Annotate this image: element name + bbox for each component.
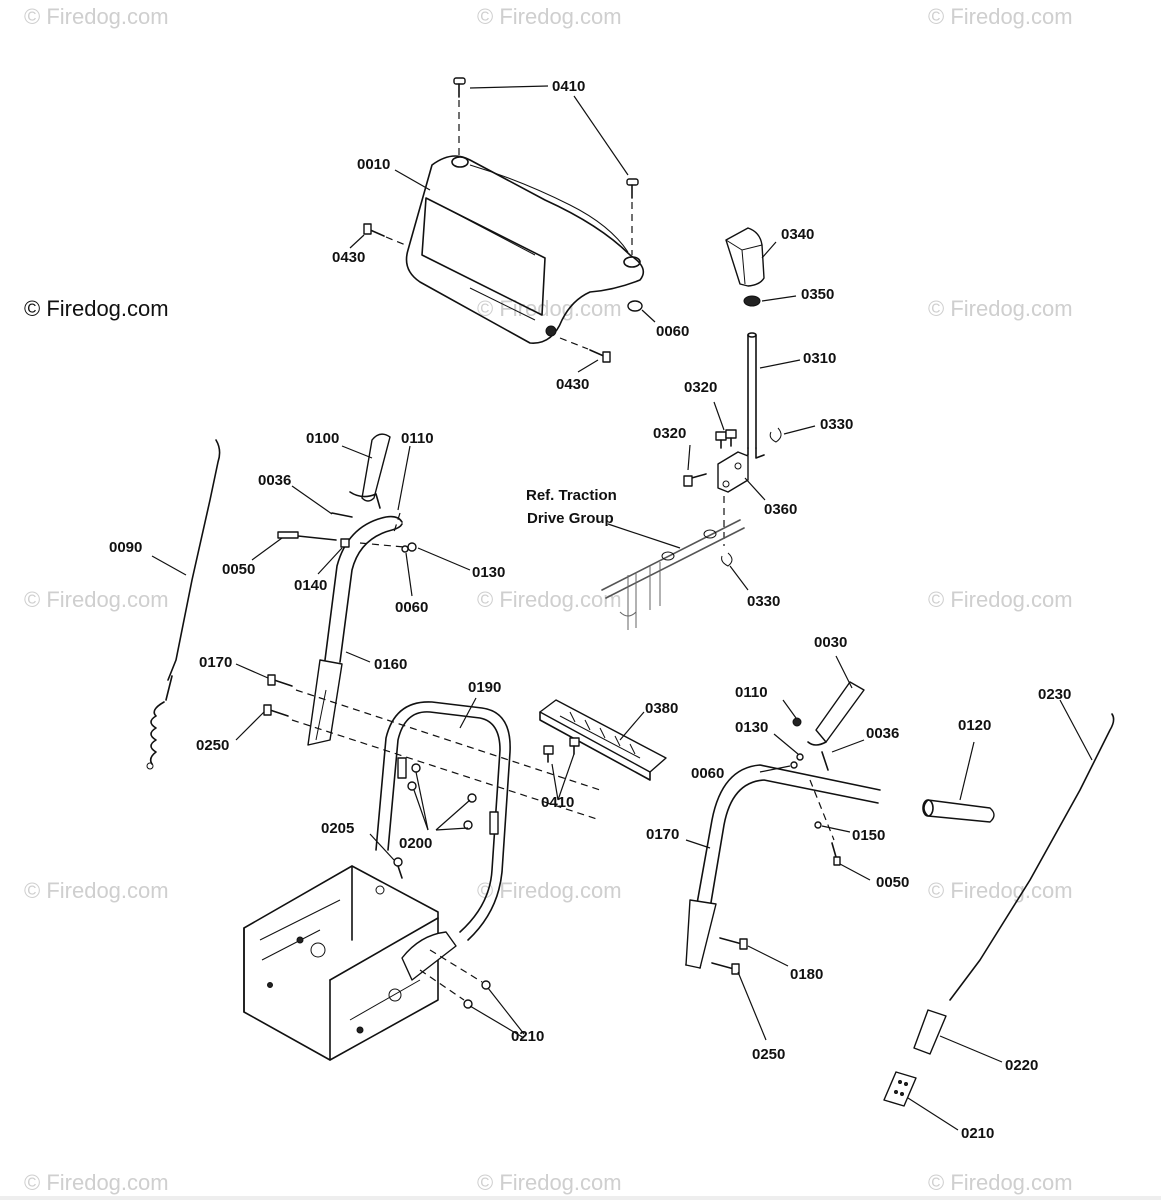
part-label: 0180 <box>790 966 823 983</box>
part-label: 0150 <box>852 827 885 844</box>
bracket-0360-drawing <box>683 427 782 567</box>
part-label: 0060 <box>691 765 724 782</box>
part-labels: 0410 0010 0430 0060 0430 0340 0350 0310 … <box>109 78 1071 1142</box>
watermark: © Firedog.com <box>24 1170 169 1195</box>
watermark: © Firedog.com <box>928 878 1073 903</box>
part-label: 0350 <box>801 286 834 303</box>
part-label: 0060 <box>395 599 428 616</box>
traction-drive-ref-drawing <box>601 519 745 630</box>
nut-drawing <box>627 300 643 312</box>
part-label: 0340 <box>781 226 814 243</box>
part-label: 0010 <box>357 156 390 173</box>
part-label: 0170 <box>646 826 679 843</box>
leader-lines <box>151 85 1093 1131</box>
watermark: © Firedog.com <box>928 296 1073 321</box>
part-label: 0036 <box>866 725 899 742</box>
watermark: © Firedog.com <box>477 296 622 321</box>
watermark: © Firedog.com <box>477 4 622 29</box>
part-label: 0250 <box>196 737 229 754</box>
part-label: 0200 <box>399 835 432 852</box>
handle-frame-drawing <box>375 701 511 941</box>
part-label: 0210 <box>511 1028 544 1045</box>
watermark: © Firedog.com <box>24 878 169 903</box>
watermark: © Firedog.com <box>928 587 1073 612</box>
part-label: 0140 <box>294 577 327 594</box>
watermark: © Firedog.com <box>477 587 622 612</box>
part-label: 0190 <box>468 679 501 696</box>
watermark: © Firedog.com <box>24 587 169 612</box>
watermark: © Firedog.com <box>477 1170 622 1195</box>
watermark-layer: © Firedog.com © Firedog.com © Firedog.co… <box>24 4 1073 1195</box>
left-handle-drawing <box>277 433 417 746</box>
part-label: 0120 <box>958 717 991 734</box>
part-label: 0110 <box>401 430 434 447</box>
watermark-main: © Firedog.com <box>24 296 169 321</box>
part-label: 0090 <box>109 539 142 556</box>
part-label: 0160 <box>374 656 407 673</box>
part-label: 0170 <box>199 654 232 671</box>
part-label: 0320 <box>684 379 717 396</box>
part-label: 0100 <box>306 430 339 447</box>
part-label: 0310 <box>803 350 836 367</box>
part-label: 0430 <box>332 249 365 266</box>
part-label: 0230 <box>1038 686 1071 703</box>
part-label: 0130 <box>472 564 505 581</box>
part-label: 0060 <box>656 323 689 340</box>
ref-note-line1: Ref. Traction <box>526 487 617 504</box>
dash-panel-drawing <box>405 155 645 344</box>
part-label: 0036 <box>258 472 291 489</box>
shift-lever-drawing <box>725 227 765 459</box>
chassis-drawing <box>243 857 491 1061</box>
watermark: © Firedog.com <box>928 4 1073 29</box>
watermark: © Firedog.com <box>928 1170 1073 1195</box>
shift-plate-drawing <box>539 699 667 781</box>
part-label: 0410 <box>552 78 585 95</box>
part-label: 0030 <box>814 634 847 651</box>
right-handle-drawing <box>685 681 995 975</box>
part-label: 0220 <box>1005 1057 1038 1074</box>
cable-0090-drawing <box>146 439 221 770</box>
part-label: 0330 <box>747 593 780 610</box>
part-label: 0360 <box>764 501 797 518</box>
part-label: 0430 <box>556 376 589 393</box>
bottom-strip <box>0 1196 1161 1200</box>
part-label: 0210 <box>961 1125 994 1142</box>
cable-0230-drawing <box>883 713 1115 1107</box>
ref-note-line2: Drive Group <box>527 510 614 527</box>
part-label: 0205 <box>321 820 354 837</box>
screw-0430-drawing <box>363 223 611 363</box>
part-label: 0410 <box>541 794 574 811</box>
part-label: 0250 <box>752 1046 785 1063</box>
part-label: 0380 <box>645 700 678 717</box>
part-label: 0050 <box>876 874 909 891</box>
watermark: © Firedog.com <box>24 4 169 29</box>
left-bolts-drawing <box>263 674 601 821</box>
screw-0410-drawing <box>453 77 639 255</box>
part-label: 0130 <box>735 719 768 736</box>
part-label: 0330 <box>820 416 853 433</box>
part-label: 0320 <box>653 425 686 442</box>
part-label: 0050 <box>222 561 255 578</box>
part-label: 0110 <box>735 684 768 701</box>
